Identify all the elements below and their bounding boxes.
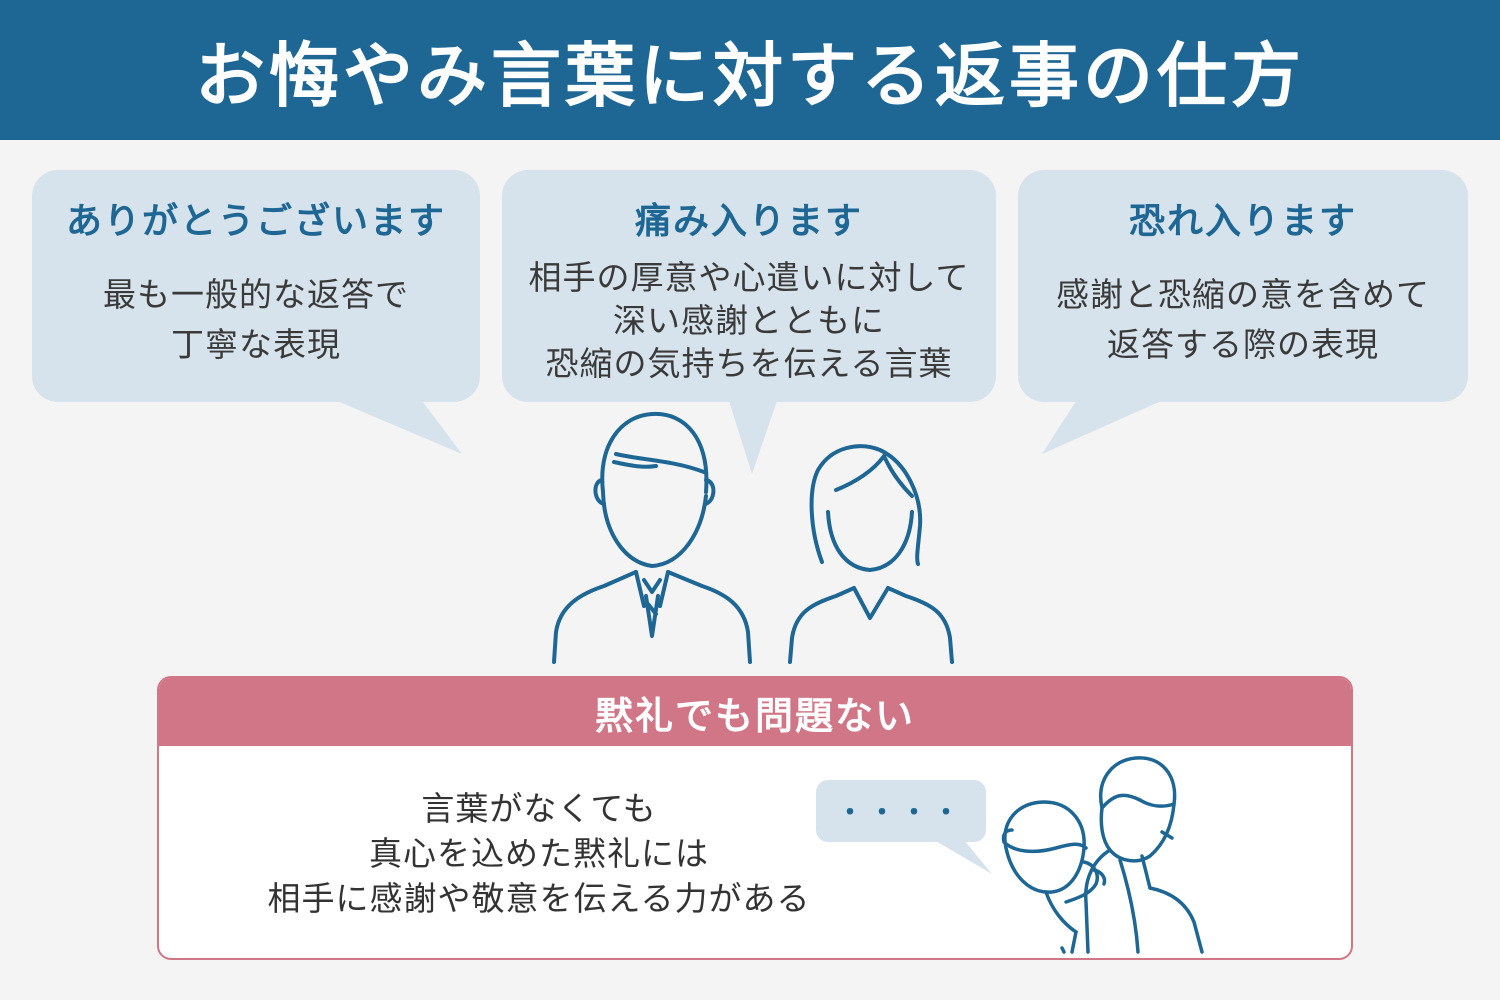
silent-speech-bubble: ・・・・ [814,778,1004,882]
speech-bubble-tail [330,398,462,454]
man-icon [552,411,752,664]
bubble-title: 恐れ入ります [1128,201,1357,242]
bubble-text: 最も一般的な返答で 丁寧な表現 [32,270,480,370]
bubble-title: ありがとうございます [65,201,446,242]
mokurei-panel: 黙礼でも問題ない 言葉がなくても 真心を込めた黙礼には 相手に感謝や敬意を伝える… [157,676,1353,960]
panel-line: 真心を込めた黙礼には [369,834,709,873]
speech-bubble-tail [728,398,778,474]
speech-bubble-osoreirimasu: 恐れ入ります 感謝と恐縮の意を含めて 返答する際の表現 [1018,170,1468,402]
panel-title: 黙礼でも問題ない [159,678,1351,746]
bubble-line: 丁寧な表現 [171,325,341,364]
bubble-line: 深い感謝とともに [613,301,885,340]
bubble-text: 感謝と恐縮の意を含めて 返答する際の表現 [1018,270,1468,370]
man-bowing-icon [1084,756,1204,954]
panel-line: 言葉がなくても [421,789,657,828]
bubble-line: 相手の厚意や心遣いに対して [528,258,970,297]
panel-text: 言葉がなくても 真心を込めた黙礼には 相手に感謝や敬意を伝える力がある [219,786,859,921]
bubble-line: 感謝と恐縮の意を含めて [1056,275,1430,314]
bubble-line: 最も一般的な返答で [103,275,409,314]
page-title: お悔やみ言葉に対する返事の仕方 [195,34,1305,117]
woman-bowing-icon [1001,800,1107,954]
bowing-couple-illustration [1001,756,1204,954]
silent-speech-text: ・・・・ [836,798,965,828]
speech-bubble-shape [816,780,992,874]
bubble-line: 返答する際の表現 [1107,325,1379,364]
speech-bubble-arigatou: ありがとうございます 最も一般的な返答で 丁寧な表現 [32,170,480,402]
woman-icon [788,444,954,664]
speech-bubble-itamiirimasu: 痛み入ります 相手の厚意や心遣いに対して 深い感謝とともに 恐縮の気持ちを伝える… [502,170,996,402]
bubble-text: 相手の厚意や心遣いに対して 深い感謝とともに 恐縮の気持ちを伝える言葉 [502,256,996,385]
speech-bubble-tail [1042,398,1168,454]
header-bar: お悔やみ言葉に対する返事の仕方 [0,0,1500,140]
bubble-line: 恐縮の気持ちを伝える言葉 [545,344,953,383]
people-illustration [552,411,954,664]
bubble-title: 痛み入ります [634,201,863,242]
panel-line: 相手に感謝や敬意を伝える力がある [267,879,811,918]
